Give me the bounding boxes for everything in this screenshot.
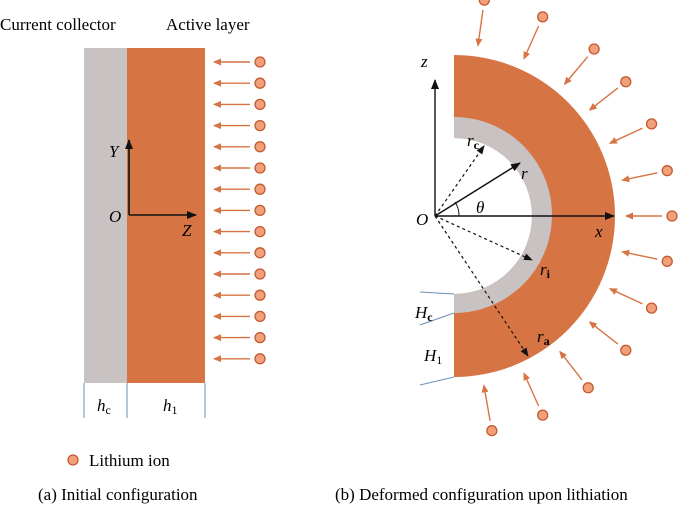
ion-arrow	[475, 9, 484, 47]
dim-h1-label: h1	[163, 396, 178, 417]
ion-circle	[254, 331, 266, 344]
ion-arrow	[608, 127, 643, 144]
lithium-ion-legend-icon	[67, 454, 79, 466]
ion-circle	[254, 225, 266, 238]
ion-circle	[588, 43, 600, 55]
rc-vector	[434, 145, 485, 217]
ion-circle	[661, 165, 673, 177]
ion-circle	[620, 344, 632, 356]
ion-arrow	[481, 384, 491, 421]
Hc-label: Hc	[414, 303, 433, 324]
x-axis-label-b: x	[594, 222, 603, 241]
edge-line-2	[419, 312, 455, 326]
dim-hc-label: hc	[97, 396, 111, 417]
ion-circle	[478, 0, 490, 6]
ion-arrow	[621, 172, 658, 183]
legend-lithium-ion: Lithium ion	[89, 451, 170, 470]
theta-arc	[454, 201, 460, 217]
origin-label-b: O	[416, 210, 428, 229]
ion-circle	[254, 353, 266, 365]
ion-circle	[254, 141, 266, 153]
z-axis-label: Z	[182, 221, 192, 240]
ion-arrow	[523, 372, 540, 407]
edge-line-3	[419, 376, 455, 386]
rc-label: rc	[467, 131, 480, 152]
collector-shell	[454, 117, 552, 313]
r-label: r	[521, 164, 528, 183]
ion-arrow	[523, 25, 540, 60]
edge-line-1	[419, 291, 455, 295]
incoming-ions-b	[475, 0, 678, 437]
ion-circle	[661, 255, 673, 267]
ri-label: ri	[540, 260, 551, 281]
ion-circle	[537, 11, 549, 23]
ion-arrow	[588, 321, 619, 345]
ion-arrow	[608, 288, 643, 305]
ion-circle	[254, 183, 266, 195]
current-collector-layer	[84, 48, 127, 383]
ion-circle	[582, 382, 594, 394]
H1-label: H1	[423, 346, 442, 367]
ion-circle	[254, 98, 266, 111]
caption-b: (b) Deformed configuration upon lithiati…	[335, 485, 628, 504]
theta-label: θ	[476, 198, 484, 217]
panel-b: z x O θ r rc ri ra Hc H1 (b) Deformed co…	[335, 0, 678, 504]
ion-circle	[645, 118, 658, 130]
ion-circle	[254, 162, 266, 174]
ion-circle	[254, 204, 266, 217]
panel-a: Current collector Active layer Y Z O hc …	[0, 15, 266, 504]
ra-label: ra	[537, 327, 550, 348]
ion-circle	[254, 119, 266, 132]
ion-arrow	[563, 56, 589, 86]
ion-circle	[666, 210, 678, 222]
ion-arrow	[559, 350, 583, 381]
ion-arrow	[588, 87, 619, 111]
ion-arrow	[621, 249, 658, 260]
y-axis-label: Y	[109, 142, 120, 161]
ion-circle	[254, 77, 266, 89]
ion-circle	[254, 289, 266, 301]
active-layer-label: Active layer	[166, 15, 250, 34]
ion-circle	[645, 302, 658, 314]
ion-circle	[254, 268, 266, 280]
ion-circle	[620, 76, 632, 88]
ion-circle	[254, 56, 266, 68]
ion-circle	[486, 425, 498, 437]
caption-a: (a) Initial configuration	[38, 485, 198, 504]
ion-circle	[254, 310, 266, 323]
ra-vector	[434, 215, 529, 357]
origin-label: O	[109, 207, 121, 226]
z-axis-label-b: z	[420, 52, 428, 71]
current-collector-label: Current collector	[0, 15, 116, 34]
r-vector	[434, 162, 521, 217]
ion-circle	[537, 409, 549, 421]
incoming-ions-a	[213, 56, 266, 365]
ion-circle	[254, 247, 266, 259]
